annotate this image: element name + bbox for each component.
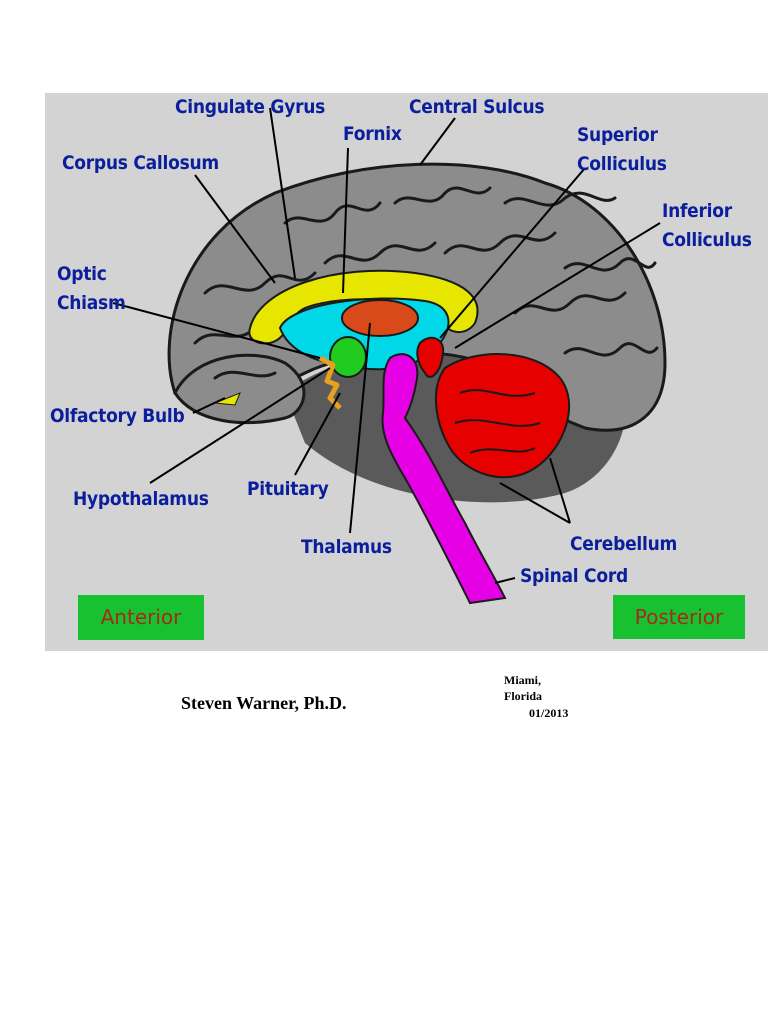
date: 01/2013 <box>529 706 569 720</box>
posterior-label: Posterior <box>613 595 745 639</box>
label-optic-chiasm-line2: Chiasm <box>57 292 126 314</box>
olfactory-bulb <box>214 392 241 406</box>
label-pituitary: Pituitary <box>247 478 329 500</box>
location-city: Miami, <box>504 673 541 687</box>
label-cingulate-gyrus: Cingulate Gyrus <box>175 96 326 118</box>
brainstem-spinal-cord <box>381 353 507 605</box>
label-central-sulcus: Central Sulcus <box>409 96 545 118</box>
location-state: Florida <box>504 689 542 703</box>
label-superior-colliculus-line2: Colliculus <box>577 153 667 175</box>
optic-chiasm-structure <box>318 355 342 410</box>
label-superior-colliculus-line1: Superior <box>577 124 658 146</box>
label-thalamus: Thalamus <box>301 536 392 558</box>
leader-lines <box>112 107 661 584</box>
label-spinal-cord: Spinal Cord <box>520 565 628 587</box>
cerebellum-folia <box>454 389 541 454</box>
anterior-label: Anterior <box>78 595 204 640</box>
label-optic-chiasm-line1: Optic <box>57 263 107 285</box>
brain-diagram: Cingulate Gyrus Central Sulcus Fornix Co… <box>45 93 768 651</box>
hypothalamus <box>329 336 367 378</box>
label-inferior-colliculus-line1: Inferior <box>662 200 732 222</box>
cerebellum <box>434 353 570 479</box>
label-inferior-colliculus-line2: Colliculus <box>662 229 752 251</box>
label-corpus-callosum: Corpus Callosum <box>62 152 219 174</box>
colliculus <box>416 336 445 378</box>
author-name: Steven Warner, Ph.D. <box>181 693 347 713</box>
label-hypothalamus: Hypothalamus <box>73 488 209 510</box>
label-fornix: Fornix <box>343 123 402 145</box>
thalamus <box>341 299 419 337</box>
label-cerebellum: Cerebellum <box>570 533 678 555</box>
label-olfactory-bulb: Olfactory Bulb <box>50 405 185 427</box>
brain-illustration <box>112 107 667 605</box>
